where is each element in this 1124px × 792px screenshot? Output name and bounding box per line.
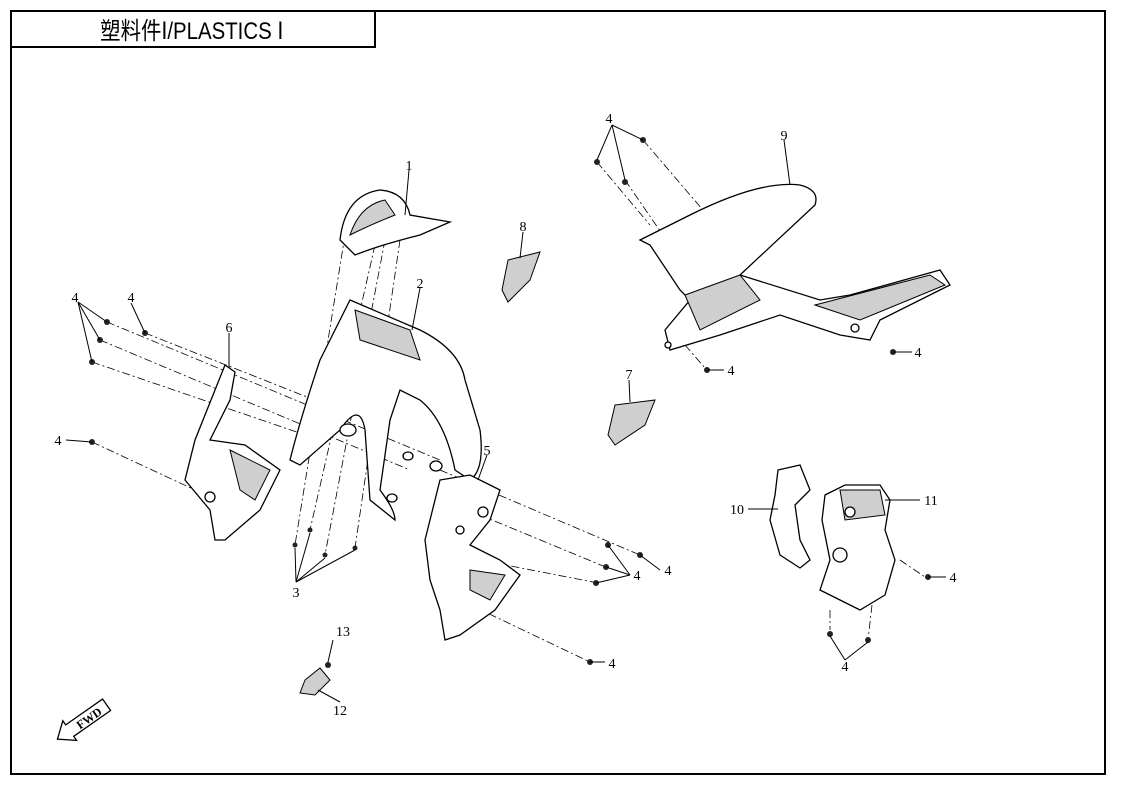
part-8-small-cover [501,251,541,303]
drawing-frame [10,10,1106,775]
fwd-arrow-icon: FWD [56,698,112,742]
page-title: 塑料件Ⅰ/PLASTICS Ⅰ [100,17,284,45]
part-12-clip [299,667,331,696]
callout-4: 4 [728,364,735,379]
callout-4: 4 [915,346,922,361]
callout-4: 4 [609,657,616,672]
part-5-right-side-panel [424,474,521,641]
title-box: 塑料件Ⅰ/PLASTICS Ⅰ [10,10,376,48]
callout-labels: 1 2 3 5 6 7 8 9 10 11 12 13 4 4 4 4 4 4 … [55,112,957,719]
callout-13: 13 [336,625,350,640]
part-6-left-side-panel [184,363,281,541]
callout-2: 2 [417,277,424,292]
callout-10: 10 [730,503,744,518]
part-10-bracket [769,464,811,569]
callout-4: 4 [950,571,957,586]
callout-9: 9 [781,129,788,144]
callout-12: 12 [333,704,347,719]
callout-5: 5 [484,444,491,459]
callout-1: 1 [406,159,413,174]
part-7-small-cover [607,399,656,446]
part-1-windscreen [339,189,453,256]
part-9-rear-fender [638,183,951,351]
callout-4: 4 [55,434,62,449]
callout-4: 4 [128,291,135,306]
callout-4: 4 [606,112,613,127]
callout-7: 7 [626,368,633,383]
callout-6: 6 [226,321,233,336]
callout-4: 4 [72,291,79,306]
callout-8: 8 [520,220,527,235]
callout-4: 4 [665,564,672,579]
callout-3: 3 [293,586,300,601]
callout-4: 4 [842,660,849,675]
part-11-side-cover [819,484,896,611]
leader-lines [65,124,946,703]
part-2-front-fender-shell [289,299,482,522]
callout-4: 4 [634,569,641,584]
callout-11: 11 [924,494,937,509]
